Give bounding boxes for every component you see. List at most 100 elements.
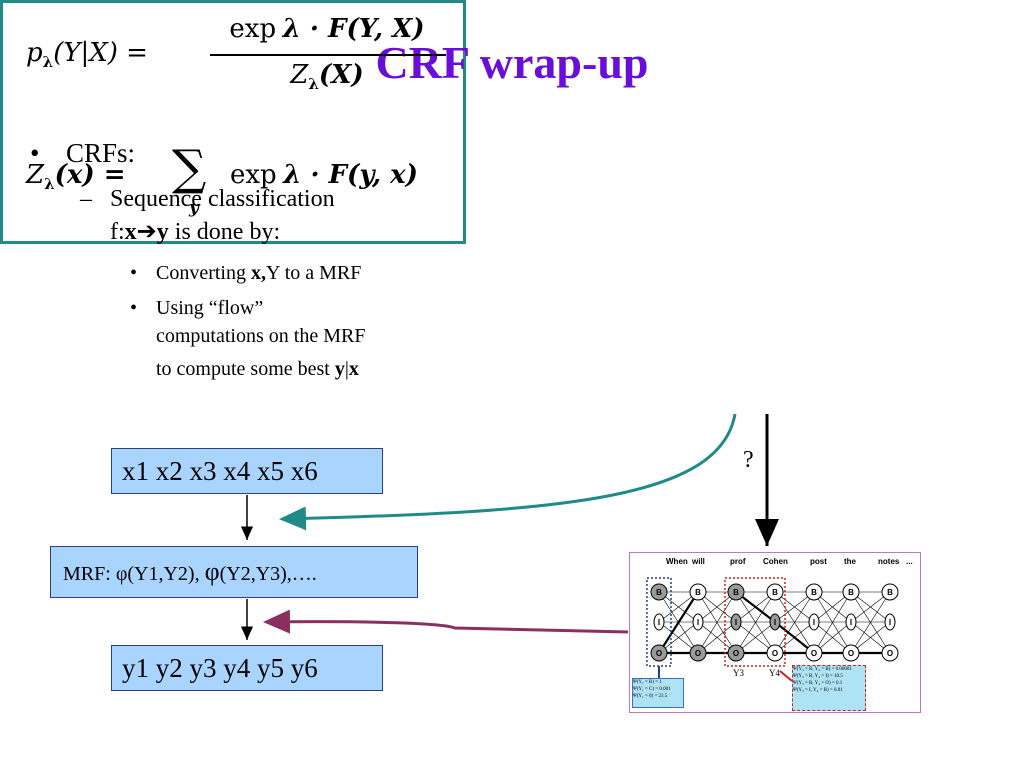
- x-bold: x: [124, 219, 137, 245]
- lattice-edge: [735, 591, 776, 654]
- lattice-node: [881, 644, 899, 662]
- lattice-node: [808, 613, 820, 631]
- lattice-node-label: B: [848, 588, 854, 597]
- y-bold: y: [156, 219, 169, 245]
- lattice-word: Cohen: [763, 557, 788, 566]
- lambda-sub: λ: [308, 75, 319, 94]
- lattice-node: [730, 613, 742, 631]
- exp-text: exp: [230, 160, 277, 190]
- compute-text: to compute some best: [156, 358, 335, 380]
- lattice-node-label: O: [695, 649, 701, 658]
- y-sequence-box: y1 y2 y3 y4 y5 y6: [111, 645, 383, 691]
- lattice-node-label: B: [811, 588, 817, 597]
- formula2-rhs: exp λ · F(y, x): [230, 160, 418, 190]
- lattice-edge: [774, 591, 815, 654]
- lattice-node: [766, 644, 784, 662]
- lattice-node-label: B: [772, 588, 778, 597]
- bullet-l2-line1: Sequence classification: [110, 186, 335, 212]
- f-label: f:: [110, 219, 125, 245]
- lambda-sub: λ: [42, 53, 54, 72]
- phi-symbol: φ: [204, 557, 220, 586]
- formula1-denominator: Zλ(X): [210, 60, 444, 93]
- lattice-node-label: B: [695, 588, 701, 597]
- arrow-icon: ➔: [136, 217, 157, 245]
- lattice-node-label: I: [697, 618, 699, 627]
- left-table-row: Ψ(Y₁ = C) = 0.001: [633, 687, 671, 692]
- right-table-row: Ψ(Y₃ = B, Y₄ = I) = 10.5: [793, 674, 843, 679]
- lattice-node: [842, 583, 860, 601]
- rhs-rest: λ · F(y, x): [283, 160, 418, 190]
- lattice-node: [689, 583, 707, 601]
- lattice-node: [689, 644, 707, 662]
- lattice-word: ...: [906, 557, 913, 566]
- bullet-l3a-text: Converting x,Y to a MRF: [156, 260, 361, 286]
- lattice-node: [650, 583, 668, 601]
- selection-box-y3y4: [724, 577, 786, 667]
- z-symbol: Z: [26, 160, 45, 190]
- phi-args-1: (Y1,Y2),: [127, 563, 205, 585]
- formula1-numerator: exp λ · F(Y, X): [210, 14, 444, 44]
- right-table-row: Ψ(Y₃ = B, Y₄ = O) = 0.1: [793, 681, 843, 686]
- bar-text: |: [344, 358, 349, 380]
- numerator-rest: λ · F(Y, X): [282, 14, 425, 44]
- arrow-lattice-to-mrf: [263, 609, 629, 634]
- lattice-word: post: [810, 557, 827, 566]
- p-symbol: p: [26, 38, 43, 68]
- bullet-l3b-line3: to compute some best y|x: [156, 356, 359, 382]
- to-mrf-text: Y to a MRF: [266, 262, 362, 284]
- connector-right-table: [779, 670, 793, 682]
- bullet-l1-marker: •: [30, 138, 40, 168]
- bullet-l1-text: CRFs:: [66, 138, 136, 168]
- question-mark: ?: [743, 447, 754, 473]
- lattice-edge: [697, 591, 737, 654]
- lattice-node: [805, 583, 823, 601]
- lattice-word: will: [692, 557, 705, 566]
- lhs-text: (Y|X) =: [53, 38, 148, 68]
- formula2-lhs: Zλ(x) =: [26, 160, 126, 193]
- lattice-node-label: I: [735, 618, 737, 627]
- lattice-node-label: O: [772, 649, 778, 658]
- lattice-node: [769, 613, 781, 631]
- fraction-line: [210, 54, 446, 56]
- lattice-node: [727, 583, 745, 601]
- right-table-row: Ψ(Y₃ = I, Y₄ = B) = 0.01: [793, 688, 843, 693]
- lattice-node-label: I: [850, 618, 852, 627]
- mrf-label: MRF:: [63, 563, 116, 585]
- x-sequence-box: x1 x2 x3 x4 x5 x6: [111, 448, 383, 494]
- lattice-node-label: O: [848, 649, 854, 658]
- lattice-word: the: [844, 557, 856, 566]
- exp-text: exp: [229, 14, 277, 44]
- denominator-rest: (X): [318, 60, 364, 90]
- lattice-node-label: I: [813, 618, 815, 627]
- left-table-row: Ψ(Y₁ = 0) = 23.5: [633, 694, 668, 699]
- sum-symbol: ∑: [172, 140, 207, 196]
- lhs-text: (x) =: [54, 160, 126, 190]
- right-potential-table: Ψ(Y₃ = B, Y₄ = B) = 0.00001 Ψ(Y₃ = B, Y₄…: [792, 665, 866, 711]
- lattice-edge: [850, 591, 891, 654]
- bullet-l3b-line1: Using “flow”: [156, 297, 264, 319]
- phi-symbol: φ: [115, 563, 128, 585]
- slide-title: CRF wrap-up: [375, 37, 649, 88]
- formula1-lhs: pλ(Y|X) =: [26, 38, 148, 71]
- done-by-text: is done by:: [168, 219, 281, 245]
- lattice-node: [842, 644, 860, 662]
- x-bold: x: [348, 358, 359, 380]
- lattice-word: prof: [730, 557, 746, 566]
- lattice-word: When: [666, 557, 688, 566]
- x-comma-bold: x,: [251, 262, 266, 284]
- left-table-row: Ψ(Y₁ = B) = 1: [633, 680, 662, 685]
- lattice-node-label: O: [733, 649, 739, 658]
- lattice-node: [805, 644, 823, 662]
- lattice-node: [766, 583, 784, 601]
- lattice-edge: [658, 591, 699, 654]
- lattice-node: [727, 644, 745, 662]
- lattice-edge: [813, 591, 852, 654]
- lattice-node: [692, 613, 704, 631]
- lattice-node-label: B: [887, 588, 893, 597]
- bullet-l2-marker: –: [80, 186, 92, 212]
- bullet-l3a-marker: •: [130, 262, 138, 284]
- lattice-node: [881, 583, 899, 601]
- phi-args-2: (Y2,Y3),….: [219, 563, 317, 585]
